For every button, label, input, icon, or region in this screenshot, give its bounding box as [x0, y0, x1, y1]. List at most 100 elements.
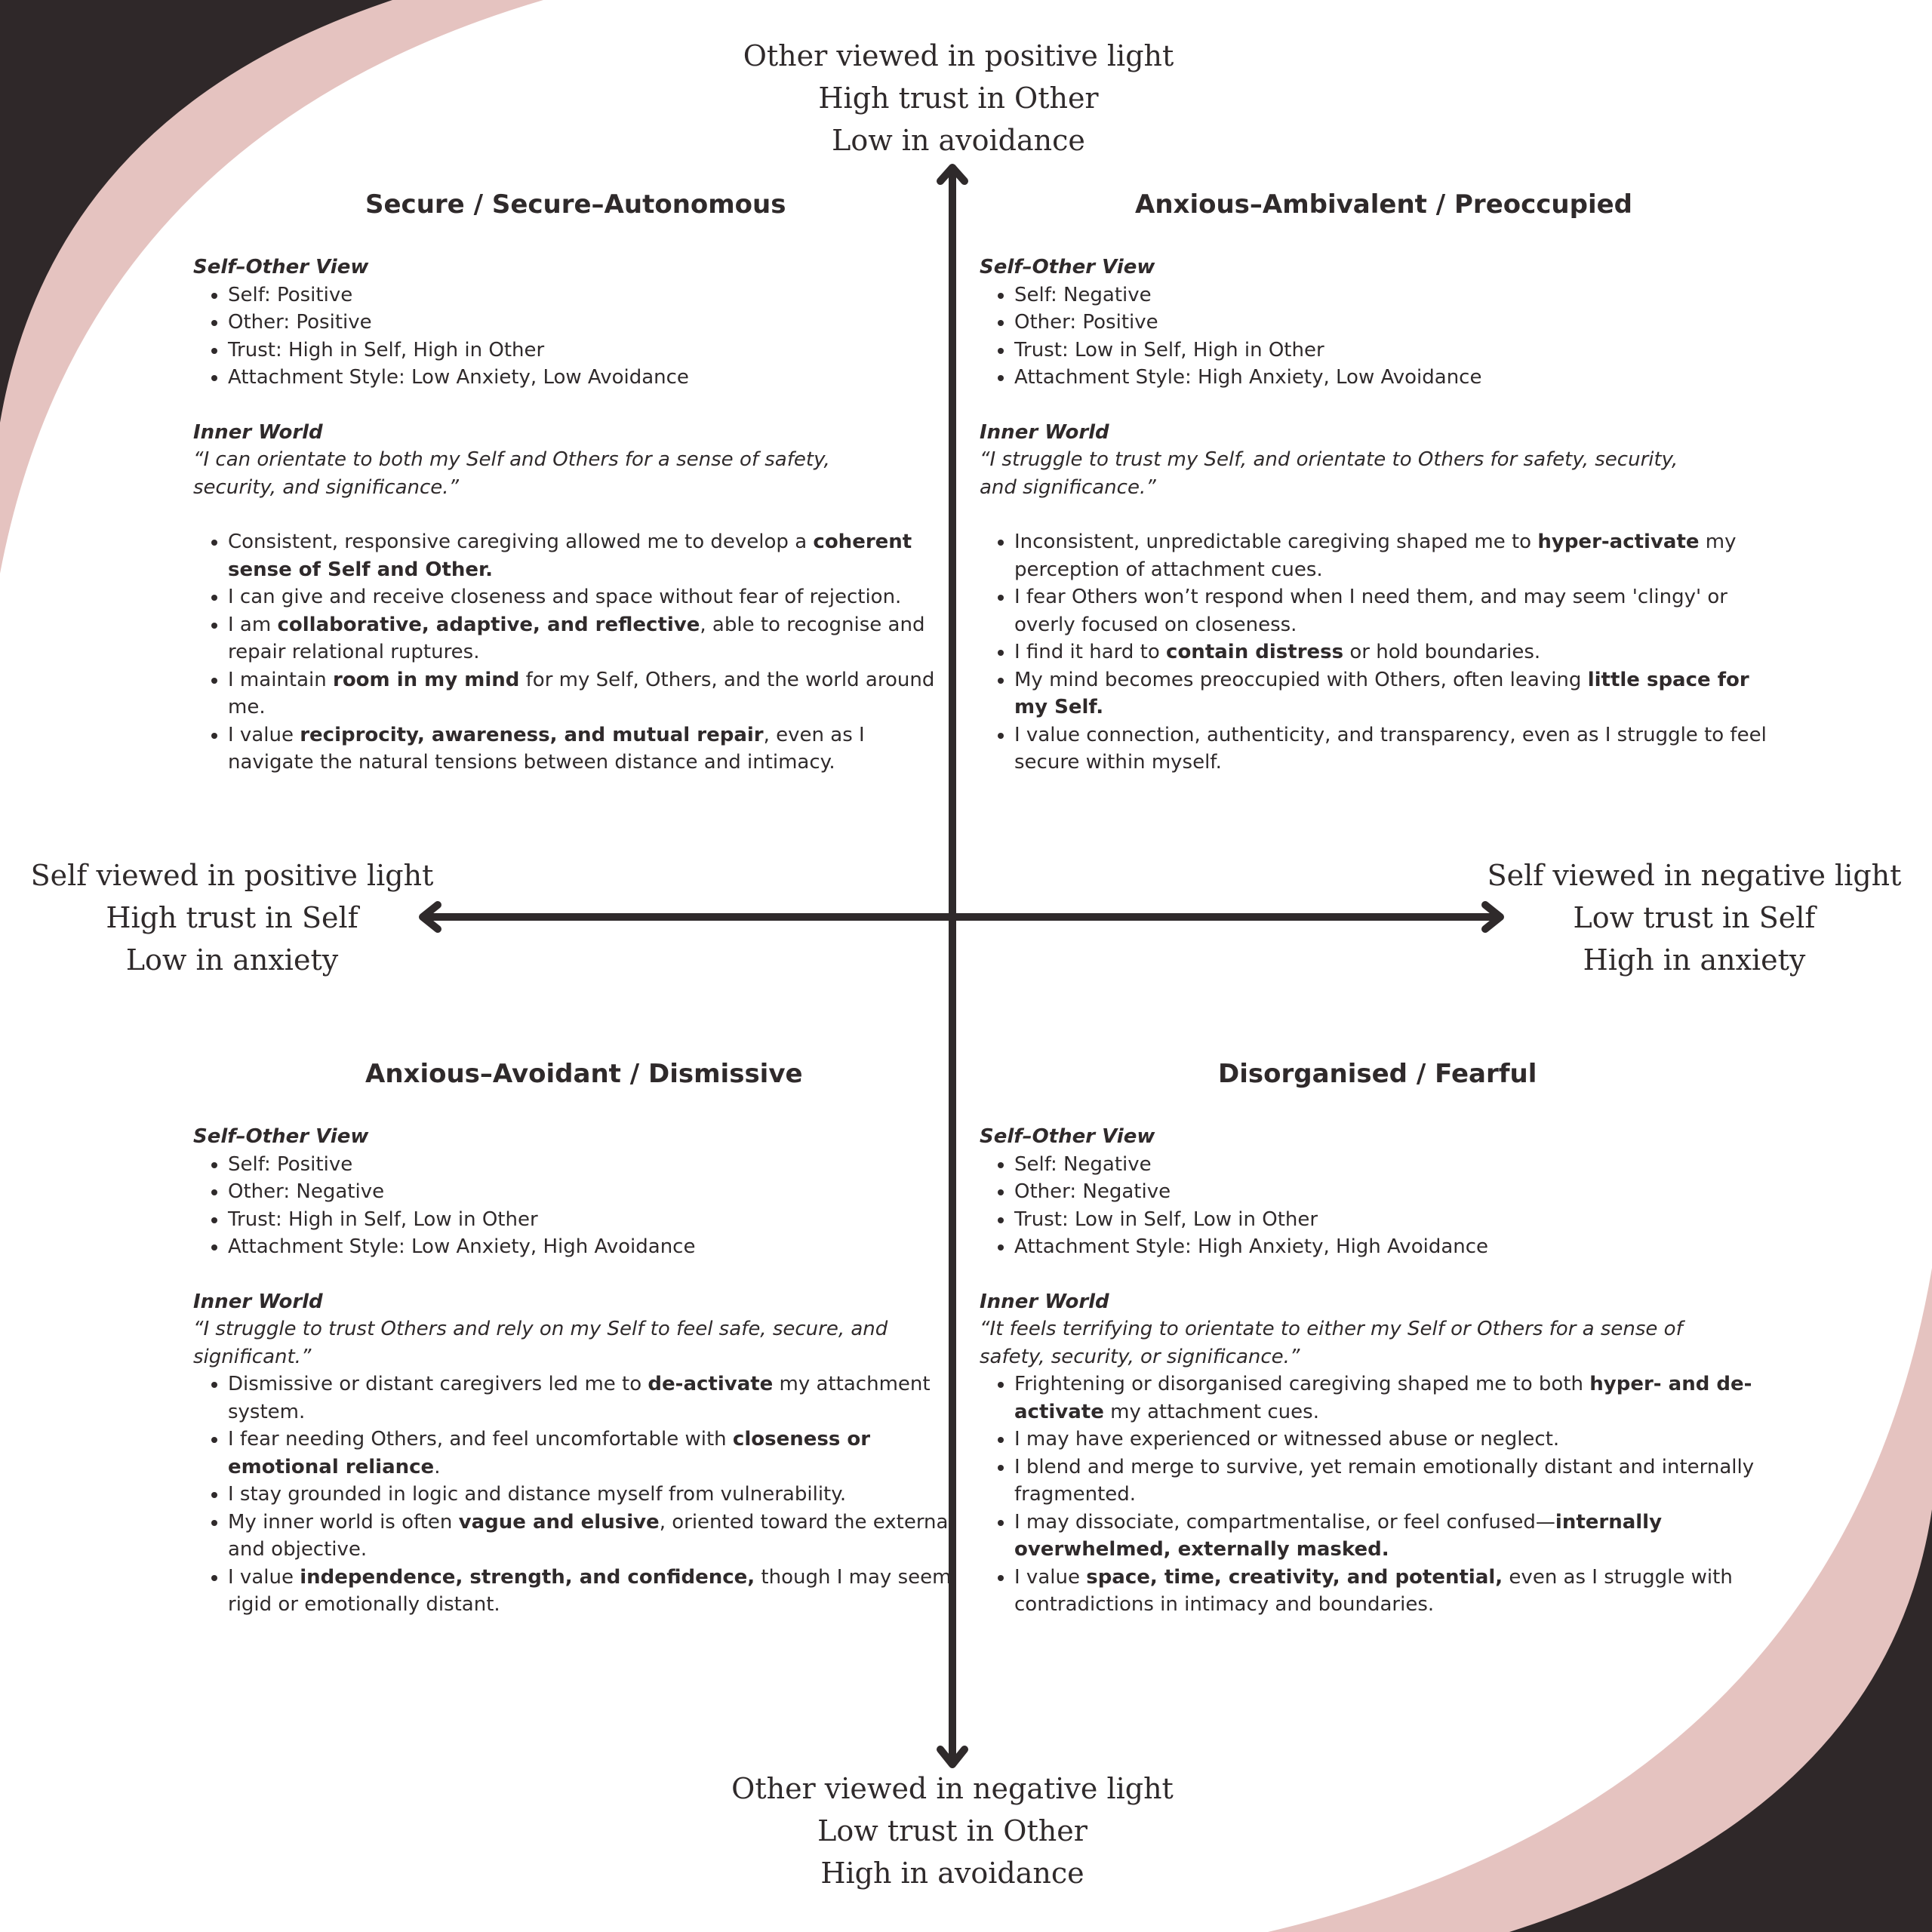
self-other-view-heading: Self–Other View	[980, 256, 1155, 278]
bullet-text: .	[434, 1455, 441, 1478]
vertical-axis	[937, 164, 968, 1768]
bullet-text: I find it hard to	[1014, 641, 1167, 663]
inner-world-list: Dismissive or distant caregivers led me …	[193, 1371, 968, 1619]
inner-world-bullet: I value connection, authenticity, and tr…	[1014, 721, 1769, 777]
bullet-text: I value	[228, 1565, 300, 1589]
axis-label-right: Self viewed in negative light Low trust …	[1479, 854, 1909, 981]
bullet-emphasis: contain distress	[1166, 641, 1344, 663]
bullet-text: , able to recognise and repair relationa…	[228, 613, 925, 664]
axis-label-left: Self viewed in positive light High trust…	[23, 854, 441, 981]
corner-dark-bottom-right	[1509, 1509, 1932, 1932]
inner-world-bullet: I can give and receive closeness and spa…	[228, 583, 952, 611]
view-list-item: Trust: High in Self, Low in Other	[228, 1206, 948, 1234]
view-list-item: Trust: High in Self, High in Other	[228, 337, 948, 365]
bullet-text: my perception of attachment cues.	[1014, 531, 1737, 581]
corner-pink-swoosh-bottom-right	[1268, 1268, 1932, 1932]
bullet-emphasis: room in my mind	[333, 668, 520, 691]
inner-world-bullet: Frightening or disorganised caregiving s…	[1014, 1371, 1769, 1426]
quadrant-title: Anxious–Avoidant / Dismissive	[365, 1059, 803, 1089]
quadrant-anxious-ambivalent: Anxious–Ambivalent / Preoccupied Self–Ot…	[980, 189, 1767, 777]
bullet-text: I fear needing Others, and feel uncomfor…	[228, 1428, 733, 1451]
view-list-item: Self: Negative	[1014, 281, 1757, 309]
inner-world-bullet: I may have experienced or witnessed abus…	[1014, 1426, 1769, 1454]
inner-world-bullet: I maintain room in my mind for my Self, …	[228, 666, 952, 721]
bullet-emphasis: collaborative, adaptive, and reflective	[277, 613, 700, 636]
inner-world-bullet: Consistent, responsive caregiving allowe…	[228, 528, 952, 583]
inner-world-bullet: I fear Others won’t respond when I need …	[1014, 583, 1769, 638]
inner-world-heading: Inner World	[980, 420, 1109, 444]
axis-bottom-line-1: Other viewed in negative light	[731, 1772, 1174, 1805]
bullet-text: I value connection, authenticity, and tr…	[1014, 723, 1767, 774]
bullet-text: Consistent, responsive caregiving allowe…	[228, 531, 814, 553]
view-list-item: Attachment Style: High Anxiety, High Avo…	[1014, 1233, 1757, 1261]
bullet-text: I blend and merge to survive, yet remain…	[1014, 1455, 1755, 1506]
inner-world-list: Consistent, responsive caregiving allowe…	[193, 528, 952, 777]
view-list-item: Other: Positive	[228, 309, 948, 337]
quadrant-anxious-avoidant: Anxious–Avoidant / Dismissive Self–Other…	[193, 1058, 954, 1619]
bullet-text: I value	[228, 723, 300, 746]
bullet-text: I can give and receive closeness and spa…	[228, 586, 902, 608]
inner-world-bullet: I may dissociate, compartmentalise, or f…	[1014, 1509, 1769, 1564]
quadrant-title: Anxious–Ambivalent / Preoccupied	[1135, 189, 1633, 220]
view-list-item: Self: Negative	[1014, 1151, 1757, 1179]
axis-label-top: Other viewed in positive light High trus…	[702, 35, 1215, 162]
inner-world-heading: Inner World	[193, 420, 323, 444]
axis-label-bottom: Other viewed in negative light Low trust…	[696, 1767, 1209, 1894]
inner-world-quote: “I can orientate to both my Self and Oth…	[193, 448, 830, 499]
bullet-text: I may have experienced or witnessed abus…	[1014, 1428, 1560, 1451]
bullet-emphasis: hyper-activate	[1537, 531, 1700, 553]
bullet-emphasis: little space for my Self.	[1014, 668, 1749, 719]
bullet-text: Dismissive or distant caregivers led me …	[228, 1373, 648, 1395]
self-other-view-heading: Self–Other View	[980, 1125, 1155, 1148]
axis-bottom-line-3: High in avoidance	[820, 1857, 1084, 1890]
view-list-item: Other: Negative	[228, 1178, 948, 1206]
bullet-text: I maintain	[228, 668, 333, 691]
axis-top-line-3: Low in avoidance	[832, 124, 1085, 157]
quadrant-title: Secure / Secure–Autonomous	[365, 189, 786, 220]
axis-bottom-line-2: Low trust in Other	[817, 1814, 1088, 1847]
self-other-view-list: Self: PositiveOther: PositiveTrust: High…	[193, 281, 948, 392]
inner-world-bullet: I find it hard to contain distress or ho…	[1014, 638, 1769, 666]
axis-right-line-3: High in anxiety	[1583, 943, 1806, 977]
bullet-emphasis: independence, strength, and confidence,	[300, 1565, 755, 1589]
inner-world-bullet: I fear needing Others, and feel uncomfor…	[228, 1426, 968, 1481]
bullet-text: or hold boundaries.	[1343, 641, 1541, 663]
bullet-text: I value	[1014, 1565, 1087, 1589]
bullet-emphasis: reciprocity, awareness, and mutual repai…	[300, 723, 764, 746]
self-other-view-heading: Self–Other View	[193, 1125, 369, 1148]
bullet-text: Frightening or disorganised caregiving s…	[1014, 1373, 1590, 1395]
inner-world-bullet: I am collaborative, adaptive, and reflec…	[228, 611, 952, 666]
axis-right-line-1: Self viewed in negative light	[1487, 859, 1902, 892]
bullet-emphasis: space, time, creativity, and potential,	[1086, 1565, 1503, 1589]
axis-left-line-2: High trust in Self	[106, 901, 358, 934]
bullet-emphasis: internally overwhelmed, externally maske…	[1014, 1510, 1663, 1561]
view-list-item: Self: Positive	[228, 1151, 948, 1179]
bullet-text: my attachment system.	[228, 1373, 931, 1423]
view-list-item: Attachment Style: Low Anxiety, High Avoi…	[228, 1233, 948, 1261]
corner-dark-top-left	[0, 0, 392, 423]
inner-world-bullet: I stay grounded in logic and distance my…	[228, 1481, 968, 1509]
inner-world-bullet: I blend and merge to survive, yet remain…	[1014, 1454, 1769, 1509]
axis-left-line-3: Low in anxiety	[125, 943, 339, 977]
inner-world-list: Inconsistent, unpredictable caregiving s…	[980, 528, 1769, 777]
bullet-text: My mind becomes preoccupied with Others,…	[1014, 668, 1588, 691]
bullet-emphasis: de-activate	[648, 1373, 774, 1395]
inner-world-quote: “I struggle to trust my Self, and orient…	[980, 448, 1678, 499]
axis-top-line-2: High trust in Other	[818, 82, 1099, 115]
self-other-view-heading: Self–Other View	[193, 256, 369, 278]
bullet-text: I may dissociate, compartmentalise, or f…	[1014, 1510, 1555, 1534]
inner-world-bullet: I value reciprocity, awareness, and mutu…	[228, 721, 952, 777]
bullet-text: , even as I navigate the natural tension…	[228, 723, 865, 774]
inner-world-bullet: Inconsistent, unpredictable caregiving s…	[1014, 528, 1769, 583]
bullet-text: Inconsistent, unpredictable caregiving s…	[1014, 531, 1538, 553]
view-list-item: Trust: Low in Self, High in Other	[1014, 337, 1757, 365]
bullet-emphasis: hyper- and de-activate	[1014, 1373, 1752, 1423]
inner-world-quote: “It feels terrifying to orientate to eit…	[980, 1318, 1683, 1368]
bullet-text: I stay grounded in logic and distance my…	[228, 1483, 847, 1506]
inner-world-bullet: I value space, time, creativity, and pot…	[1014, 1564, 1769, 1619]
self-other-view-list: Self: NegativeOther: PositiveTrust: Low …	[980, 281, 1757, 392]
bullet-text: My inner world is often	[228, 1510, 459, 1534]
inner-world-bullet: My inner world is often vague and elusiv…	[228, 1509, 968, 1564]
view-list-item: Self: Positive	[228, 281, 948, 309]
quadrant-secure: Secure / Secure–Autonomous Self–Other Vi…	[193, 189, 948, 777]
